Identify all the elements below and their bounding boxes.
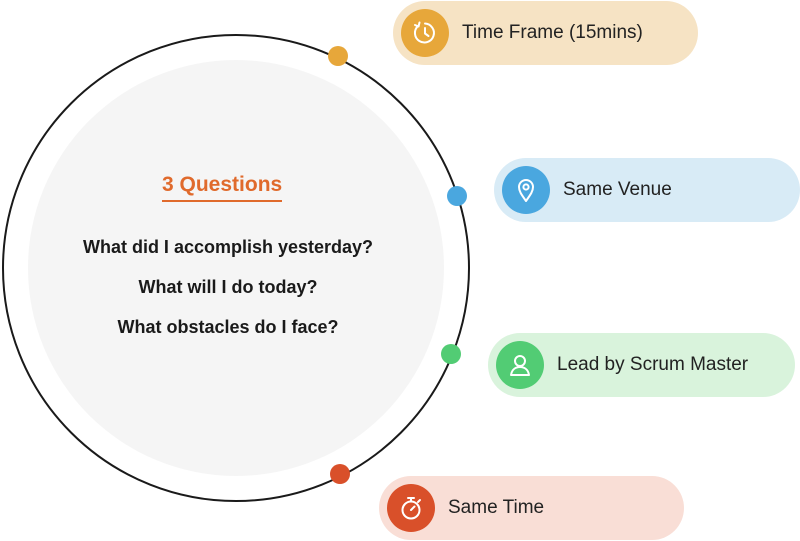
inner-circle bbox=[28, 60, 444, 476]
location-pin-icon bbox=[502, 166, 550, 214]
venue-label: Same Venue bbox=[563, 179, 672, 200]
ring-dot-lead bbox=[441, 344, 461, 364]
same-time-label: Same Time bbox=[448, 497, 545, 518]
ring-dot-same-time bbox=[330, 464, 350, 484]
person-icon bbox=[496, 341, 544, 389]
lead-label: Lead by Scrum Master bbox=[557, 354, 749, 375]
stopwatch-icon bbox=[387, 484, 435, 532]
ring-dot-venue bbox=[447, 186, 467, 206]
outer-ring bbox=[2, 34, 470, 502]
clock-icon bbox=[401, 9, 449, 57]
lead-pill: Lead by Scrum Master bbox=[488, 333, 795, 397]
time-frame-label: Time Frame (15mins) bbox=[462, 22, 643, 43]
ring-dot-time-frame bbox=[328, 46, 348, 66]
time-frame-pill: Time Frame (15mins) bbox=[393, 1, 698, 65]
same-time-pill: Same Time bbox=[379, 476, 684, 540]
venue-pill: Same Venue bbox=[494, 158, 800, 222]
